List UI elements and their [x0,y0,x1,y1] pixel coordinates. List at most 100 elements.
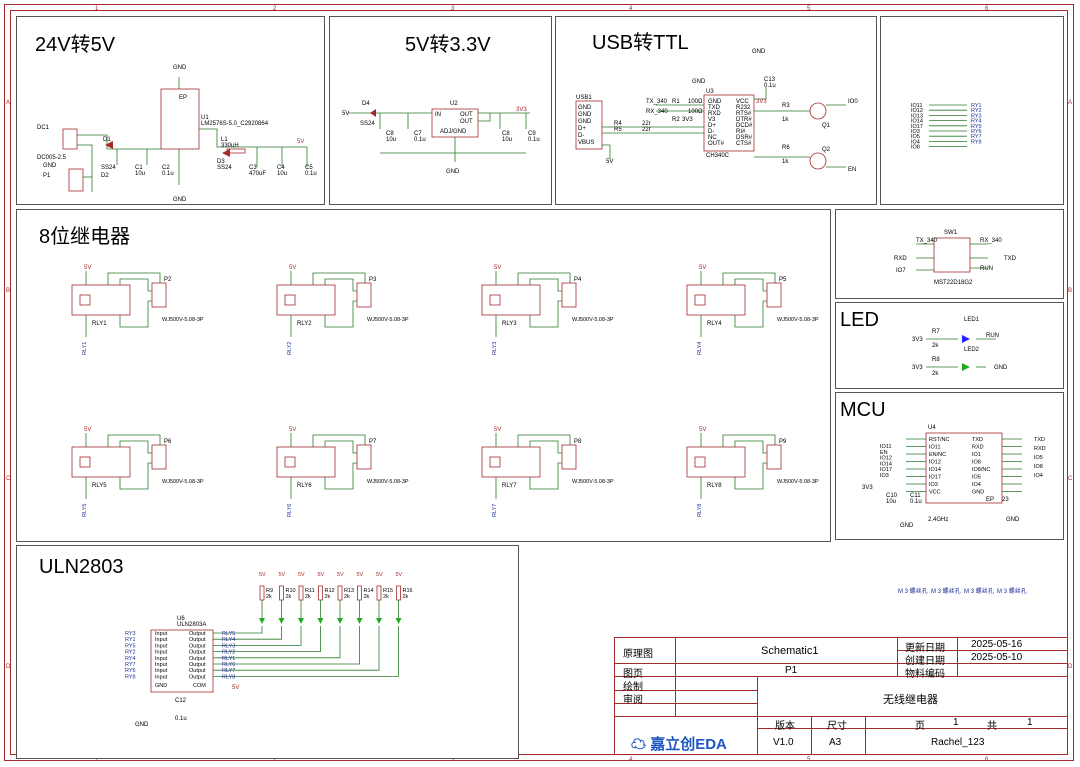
svg-text:U2: U2 [450,101,458,107]
uln-pin: COM [193,683,206,689]
resistor-value: 2k [383,594,389,600]
coil [489,294,501,306]
ruler-mark: 2 [273,6,277,12]
tb-label-pg: 页 [915,721,925,732]
svg-text:IO0: IO0 [848,99,858,105]
svg-text:SS24: SS24 [101,165,116,171]
svg-text:GND: GND [1006,517,1020,523]
net-label: RY6 [971,129,982,135]
ruler-mark: A [1068,100,1073,106]
net-label-vertical: RLY1 [82,342,88,355]
ruler-mark: 4 [629,6,633,12]
net-label: IO5 [1034,455,1043,461]
mcu-pin: TXD [972,437,983,443]
uln-pin: Input [155,631,168,637]
net-label-5v: 5V [289,427,296,433]
resistor [357,585,362,601]
terminal-block [356,282,372,308]
svg-text:OUT: OUT [460,119,473,125]
ruler-mark: B [6,288,11,294]
mcu-pin: GND [972,490,984,496]
resistor-value: 2k [305,594,311,600]
svg-text:U1: U1 [201,115,209,121]
wire [119,278,152,292]
terminal-block [561,282,577,308]
u4-body [925,432,1003,504]
resistor-designator: R10 [286,588,296,594]
relay-body [481,446,541,478]
terminal-block [151,282,167,308]
net-label: EN [880,450,888,456]
relay-designator: RLY3 [502,321,517,327]
wire [529,278,562,292]
svg-text:22r: 22r [642,121,651,127]
svg-text:U4: U4 [928,425,936,431]
uln-pin: Output [189,662,206,668]
svg-text:D-: D- [578,133,584,139]
svg-text:GND: GND [173,197,187,203]
wire [107,434,161,447]
wire [237,626,341,659]
net-label-5v: 5V [84,265,91,271]
resistor [318,585,323,601]
uln-pin: Output [189,656,206,662]
wire [324,300,357,328]
ruler-mark: C [1068,476,1073,482]
wire [517,272,571,285]
net-label-5v: 5V [318,572,325,578]
net-label: IO3 [880,473,889,479]
section-title: USB转TTL [592,32,689,54]
svg-text:R7: R7 [932,329,940,335]
mcu-pin: RXD [972,445,984,451]
svg-text:GND: GND [752,49,766,55]
net-label: IO8 [911,145,920,151]
svg-text:2k: 2k [932,343,939,349]
net-label: RLY6 [222,662,235,668]
uln-pin: Output [189,643,206,649]
svg-text:RX_340: RX_340 [980,238,1002,244]
relay-designator: RLY1 [92,321,107,327]
net-label: RY5 [125,643,136,649]
tb-label-drawn: 绘制 [623,682,643,693]
mcu-pin: VCC [929,490,941,496]
resistor [279,585,284,601]
wire [237,626,321,652]
tb-pg: 1 [953,717,959,728]
svg-text:C8: C8 [502,131,510,137]
svg-text:D+: D+ [708,123,716,129]
mcu-pin: IO4 [972,482,981,488]
net-label: RY4 [125,656,136,662]
mcu-pin: EN/NC [929,452,946,458]
u6-body [150,629,214,693]
svg-text:330uH: 330uH [221,143,239,149]
svg-text:EP: EP [986,497,994,503]
led-icon [298,618,304,624]
net-label-vertical: RLY5 [82,504,88,517]
coil [694,294,706,306]
svg-text:Q1: Q1 [822,123,831,129]
terminal-block [766,282,782,308]
coil [284,294,296,306]
wire [119,462,152,490]
led-icon [278,618,285,624]
terminal-block [151,444,167,470]
svg-text:2.4GHz: 2.4GHz [928,517,948,523]
net-label: IO14 [880,461,892,467]
wire [722,434,776,447]
mcu-pin: IO1 [972,452,981,458]
tb-page: P1 [785,665,798,676]
svg-text:C3: C3 [249,165,257,171]
svg-text:GND: GND [43,163,57,169]
usb1-body [575,100,603,150]
net-label-5v: 5V [289,265,296,271]
led-icon [376,618,382,624]
relay-body [276,446,336,478]
svg-text:SS24: SS24 [360,121,375,127]
